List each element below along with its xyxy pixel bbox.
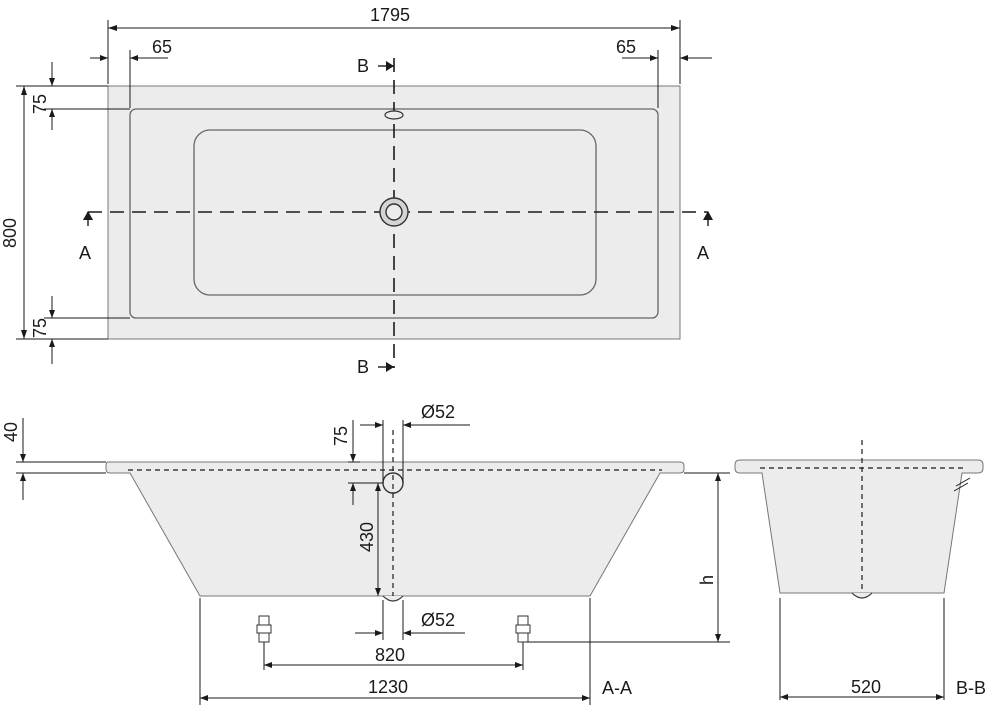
section-aa-label: A-A <box>602 678 632 698</box>
feet-spacing-dimension: 820 <box>375 645 405 665</box>
bottom-width-dimension: 520 <box>851 677 881 697</box>
overflow-icon <box>384 110 404 120</box>
foot-left <box>256 615 272 643</box>
foot-right <box>515 615 531 643</box>
section-bb-label: B-B <box>956 678 986 698</box>
bottom-length-dimension: 1230 <box>368 677 408 697</box>
rim-top-dimension: 75 <box>30 94 50 114</box>
overflow-diameter-dimension: Ø52 <box>421 402 455 422</box>
top-view: A A B B 1795 65 65 <box>0 5 713 377</box>
rim-right-dimension: 65 <box>616 37 636 57</box>
section-b-top-label: B <box>357 56 369 76</box>
overflow-offset-dimension: 75 <box>331 426 351 446</box>
section-a-right-label: A <box>697 243 709 263</box>
drain-icon-aa <box>382 595 404 602</box>
tub-profile-bb <box>734 459 984 594</box>
section-bb-view: 520 B-B <box>734 440 986 700</box>
rim-left-dimension: 65 <box>152 37 172 57</box>
section-a-left-label: A <box>79 243 91 263</box>
rim-bottom-dimension: 75 <box>30 318 50 338</box>
overflow-height-dimension: 430 <box>357 522 377 552</box>
depth-dimension: h <box>697 575 717 585</box>
rim-thickness-dimension: 40 <box>1 422 21 442</box>
drain-icon-bb <box>851 592 873 599</box>
section-aa-view: 40 75 Ø52 430 Ø52 82 <box>1 402 730 705</box>
overall-length-dimension: 1795 <box>370 5 410 25</box>
overall-width-dimension: 800 <box>0 218 20 248</box>
drain-diameter-dimension: Ø52 <box>421 610 455 630</box>
tub-profile-aa <box>105 461 685 597</box>
drain-inner-icon <box>385 203 403 221</box>
section-b-bottom-label: B <box>357 357 369 377</box>
